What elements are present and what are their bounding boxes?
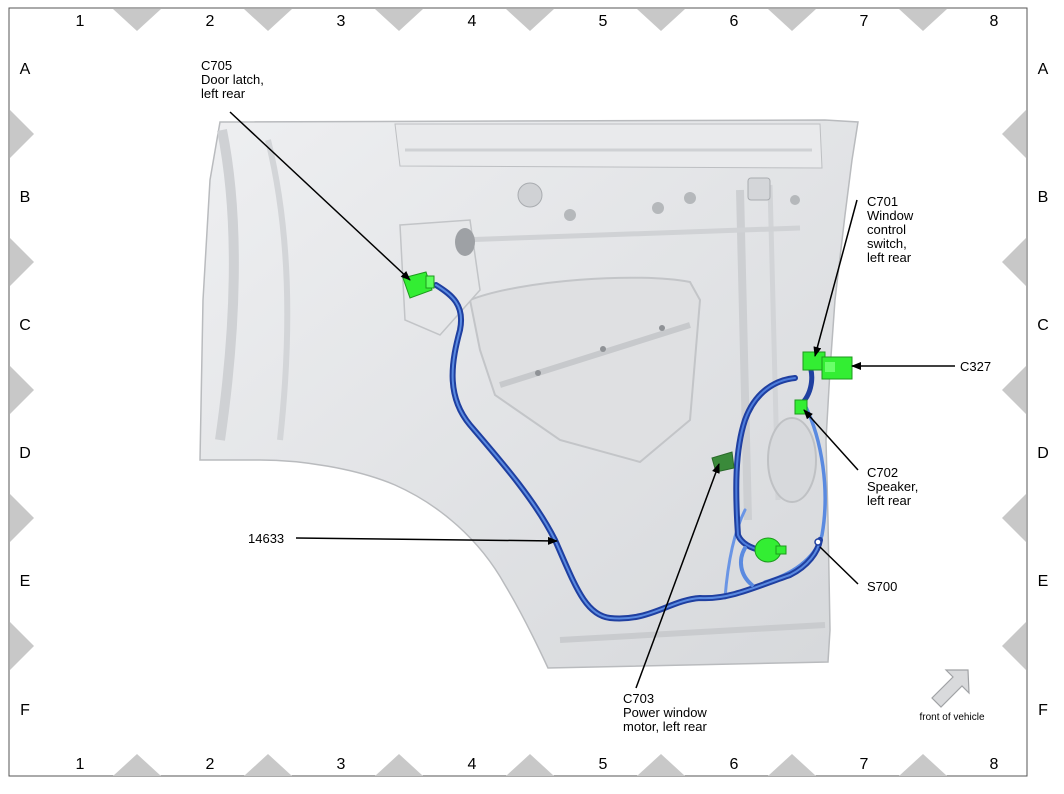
col-label-bottom: 8 — [990, 756, 999, 773]
row-label-right: B — [1038, 189, 1049, 206]
row-labels-left: A B C D E F — [19, 61, 31, 719]
row-label-left: C — [19, 317, 31, 334]
leader-14633 — [295, 536, 558, 545]
panel-rib — [459, 225, 801, 243]
panel-hole — [659, 325, 665, 331]
column-labels-bottom: 1 2 3 4 5 6 7 8 — [76, 756, 999, 773]
panel-hole — [517, 182, 543, 208]
leader-c702 — [803, 409, 859, 471]
callout-c327: C327 — [960, 359, 991, 374]
col-label-top: 5 — [599, 13, 608, 30]
leader-c703 — [635, 463, 720, 689]
leader-c705 — [229, 111, 411, 281]
col-label-bottom: 2 — [206, 756, 215, 773]
callout-c703: C703 Power window motor, left rear — [623, 691, 710, 734]
harness-tail — [738, 546, 754, 587]
leader-lines — [229, 111, 955, 689]
col-label-top: 6 — [730, 13, 739, 30]
row-label-left: E — [20, 573, 31, 590]
col-label-top: 8 — [990, 13, 999, 30]
row-label-right: C — [1037, 317, 1049, 334]
callout-c701: C701 Window control switch, left rear — [867, 194, 917, 265]
connector-c327 — [821, 356, 853, 380]
splice-s700 — [814, 538, 822, 546]
harness-branch-lower — [723, 508, 747, 600]
speaker-recess — [767, 417, 817, 503]
callout-14633: 14633 — [248, 531, 284, 546]
panel-brace — [499, 322, 691, 388]
col-label-top: 4 — [468, 13, 477, 30]
callout-labels: C705 Door latch, left rear C701 Window c… — [201, 58, 991, 734]
col-label-bottom: 3 — [337, 756, 346, 773]
latch-hole — [455, 228, 475, 256]
panel-bottom-rail — [559, 622, 826, 643]
col-label-bottom: 5 — [599, 756, 608, 773]
panel-channel — [736, 189, 752, 521]
connector-speaker-plug — [754, 537, 787, 563]
row-label-left: F — [20, 702, 30, 719]
leader-c701 — [813, 199, 858, 357]
col-label-bottom: 7 — [860, 756, 869, 773]
col-label-top: 3 — [337, 13, 346, 30]
col-label-top: 1 — [76, 13, 85, 30]
panel-hole — [564, 209, 576, 221]
row-label-right: F — [1038, 702, 1048, 719]
front-arrow-icon — [931, 669, 970, 708]
orientation-label: front of vehicle — [919, 712, 984, 723]
col-label-top: 7 — [860, 13, 869, 30]
callout-s700: S700 — [867, 579, 897, 594]
panel-hole — [684, 192, 696, 204]
callout-c705: C705 Door latch, left rear — [201, 58, 268, 101]
col-label-bottom: 4 — [468, 756, 477, 773]
row-label-left: B — [20, 189, 31, 206]
panel-left-pillar-inner — [265, 139, 291, 441]
column-labels-top: 1 2 3 4 5 6 7 8 — [76, 13, 999, 30]
panel-hole — [790, 195, 800, 205]
panel-slot — [747, 177, 771, 201]
connectors — [402, 271, 853, 563]
panel-recess — [468, 276, 702, 464]
panel-top-rail — [394, 123, 823, 169]
orientation-indicator: front of vehicle — [919, 669, 985, 723]
col-label-bottom: 6 — [730, 756, 739, 773]
leader-s700 — [819, 546, 859, 585]
row-label-right: D — [1037, 445, 1049, 462]
col-label-top: 2 — [206, 13, 215, 30]
col-label-bottom: 1 — [76, 756, 85, 773]
panel-hole — [600, 346, 606, 352]
row-label-left: A — [20, 61, 31, 78]
callout-c702: C702 Speaker, left rear — [867, 465, 922, 508]
panel-hole — [535, 370, 541, 376]
harness-main-highlight — [435, 284, 821, 620]
row-label-right: A — [1038, 61, 1049, 78]
grid-border-markers — [10, 9, 1026, 776]
row-labels-right: A B C D E F — [1037, 61, 1049, 719]
wiring-harness-14633 — [433, 282, 827, 622]
panel-hole — [652, 202, 664, 214]
panel-left-pillar — [215, 129, 239, 441]
row-label-right: E — [1038, 573, 1049, 590]
harness-loop-highlight — [735, 377, 796, 553]
row-label-left: D — [19, 445, 31, 462]
